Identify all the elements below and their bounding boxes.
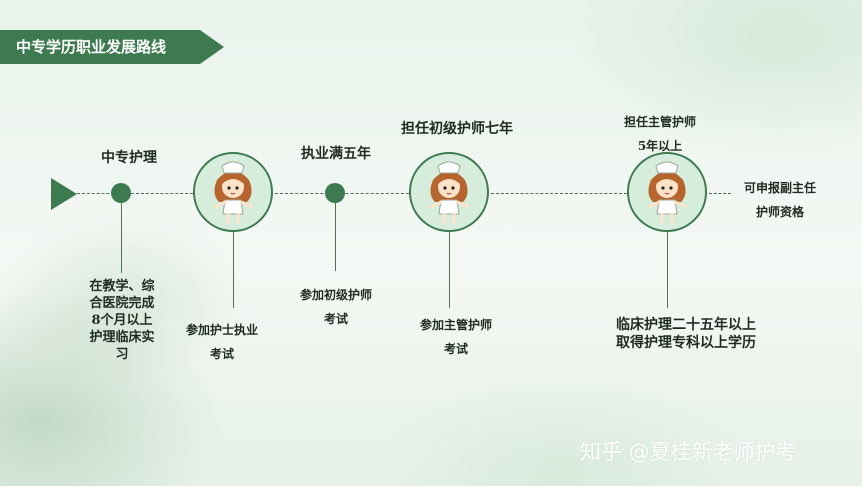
title-banner: 中专学历职业发展路线 — [0, 30, 224, 64]
desc-line: 8个月以上 — [91, 313, 153, 328]
stage5-label: 担任主管护师 5年以上 — [624, 110, 696, 158]
desc-line: 参加初级护师 — [299, 288, 373, 302]
desc-line: 临床护理二十五年以上 — [616, 317, 756, 333]
stage3-label: 执业满五年 — [301, 146, 371, 162]
connector-line — [233, 232, 234, 308]
page-title: 中专学历职业发展路线 — [16, 38, 167, 56]
connector-line — [121, 203, 122, 273]
stage2-description: 参加护士执业 考试 — [186, 318, 258, 366]
nurse-cartoon-icon — [647, 161, 687, 224]
desc-line: 考试 — [323, 312, 349, 326]
label-line: 担任主管护师 — [623, 115, 697, 129]
desc-line: 参加护士执业 — [185, 323, 259, 337]
nurse-cartoon-icon — [213, 161, 253, 224]
desc-line: 考试 — [209, 347, 235, 361]
connector-line — [335, 203, 336, 271]
timeline-segment — [709, 193, 731, 194]
desc-line: 习 — [115, 347, 129, 362]
nurse-circle-3 — [627, 152, 707, 232]
desc-line: 参加主管护师 — [419, 318, 493, 332]
timeline-segment — [77, 193, 193, 194]
nurse-circle-1 — [193, 152, 273, 232]
label-line: 5年以上 — [637, 139, 683, 153]
desc-line: 取得护理专科以上学历 — [616, 335, 756, 351]
timeline-segment — [491, 193, 627, 194]
desc-line: 考试 — [443, 342, 469, 356]
timeline-node-1 — [111, 183, 131, 203]
connector-line — [449, 232, 450, 308]
stage5-description: 临床护理二十五年以上 取得护理专科以上学历 — [616, 316, 756, 352]
stage1-description: 在教学、综 合医院完成 8个月以上 护理临床实 习 — [89, 278, 154, 363]
stage1-label: 中专护理 — [101, 150, 157, 166]
connector-line — [667, 232, 668, 308]
stage4-label: 担任初级护师七年 — [401, 121, 513, 137]
timeline-node-2 — [325, 183, 345, 203]
label-line: 护师资格 — [755, 205, 805, 219]
label-line: 可申报副主任 — [743, 181, 817, 195]
desc-line: 合医院完成 — [89, 296, 155, 311]
stage3-description: 参加初级护师 考试 — [300, 283, 372, 331]
desc-line: 在教学、综 — [89, 279, 155, 294]
nurse-circle-2 — [409, 152, 489, 232]
watermark: 知乎 @夏桂新老师护考 — [580, 440, 797, 464]
nurse-cartoon-icon — [429, 161, 469, 224]
end-label: 可申报副主任 护师资格 — [744, 176, 816, 224]
desc-line: 护理临床实 — [89, 330, 155, 345]
stage4-description: 参加主管护师 考试 — [420, 313, 492, 361]
start-arrow-icon — [51, 178, 77, 210]
